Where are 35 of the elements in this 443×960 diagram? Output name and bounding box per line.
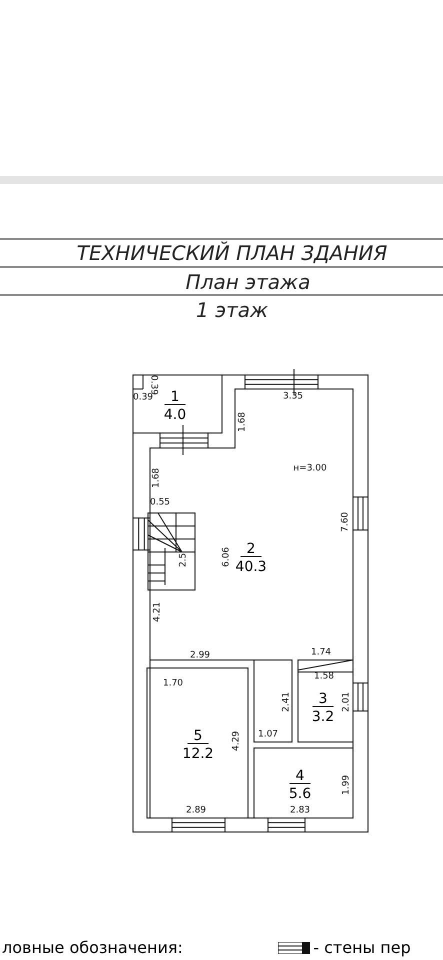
dimension-label: 0.55 xyxy=(150,498,170,508)
legend-label: - стены пер xyxy=(313,940,411,956)
ceiling-height: н=3.00 xyxy=(293,464,327,474)
room-number: 4 xyxy=(290,769,310,784)
drawing-subtitle: 1 этаж xyxy=(196,300,268,320)
drawing-title: ТЕХНИЧЕСКИЙ ПЛАН ЗДАНИЯ xyxy=(76,243,388,263)
dimension-label: 1.99 xyxy=(342,774,352,796)
room-area-value: 4.0 xyxy=(164,408,186,422)
room-number: 5 xyxy=(188,729,208,744)
dimension-label: 4.29 xyxy=(232,730,242,752)
room-area-value: 12.2 xyxy=(182,747,214,761)
room-number: 3 xyxy=(312,692,334,707)
dimension-label: 2.01 xyxy=(342,692,352,712)
dimension-label: 1.68 xyxy=(152,468,162,488)
dimension-label: 2.99 xyxy=(190,652,210,660)
dimension-label: 2.5 xyxy=(180,552,188,568)
drawing-subtitle: План этажа xyxy=(186,272,310,292)
dimension-label: 7.60 xyxy=(342,512,350,532)
dimension-label: 3.35 xyxy=(282,392,304,402)
dimension-label: 1.70 xyxy=(162,680,184,688)
dimension-label: 1.07 xyxy=(258,730,278,740)
dimension-label: 1.74 xyxy=(310,648,332,658)
dimension-label: 1.68 xyxy=(238,412,248,432)
dimension-label: 2.41 xyxy=(282,692,292,712)
dimension-label: 0.39 xyxy=(132,394,154,402)
dimension-label: 2.83 xyxy=(290,806,310,816)
room-area-value: 3.2 xyxy=(312,710,334,724)
legend-heading: ловные обозначения: xyxy=(2,940,183,956)
dimension-label: 6.06 xyxy=(222,546,232,568)
room-number: 1 xyxy=(164,390,186,405)
room-area-value: 5.6 xyxy=(288,787,312,801)
room-area-value: 40.3 xyxy=(235,560,267,574)
dimension-label: 2.89 xyxy=(186,806,206,816)
dimension-label: 4.21 xyxy=(154,602,162,622)
room-number: 2 xyxy=(240,542,262,557)
